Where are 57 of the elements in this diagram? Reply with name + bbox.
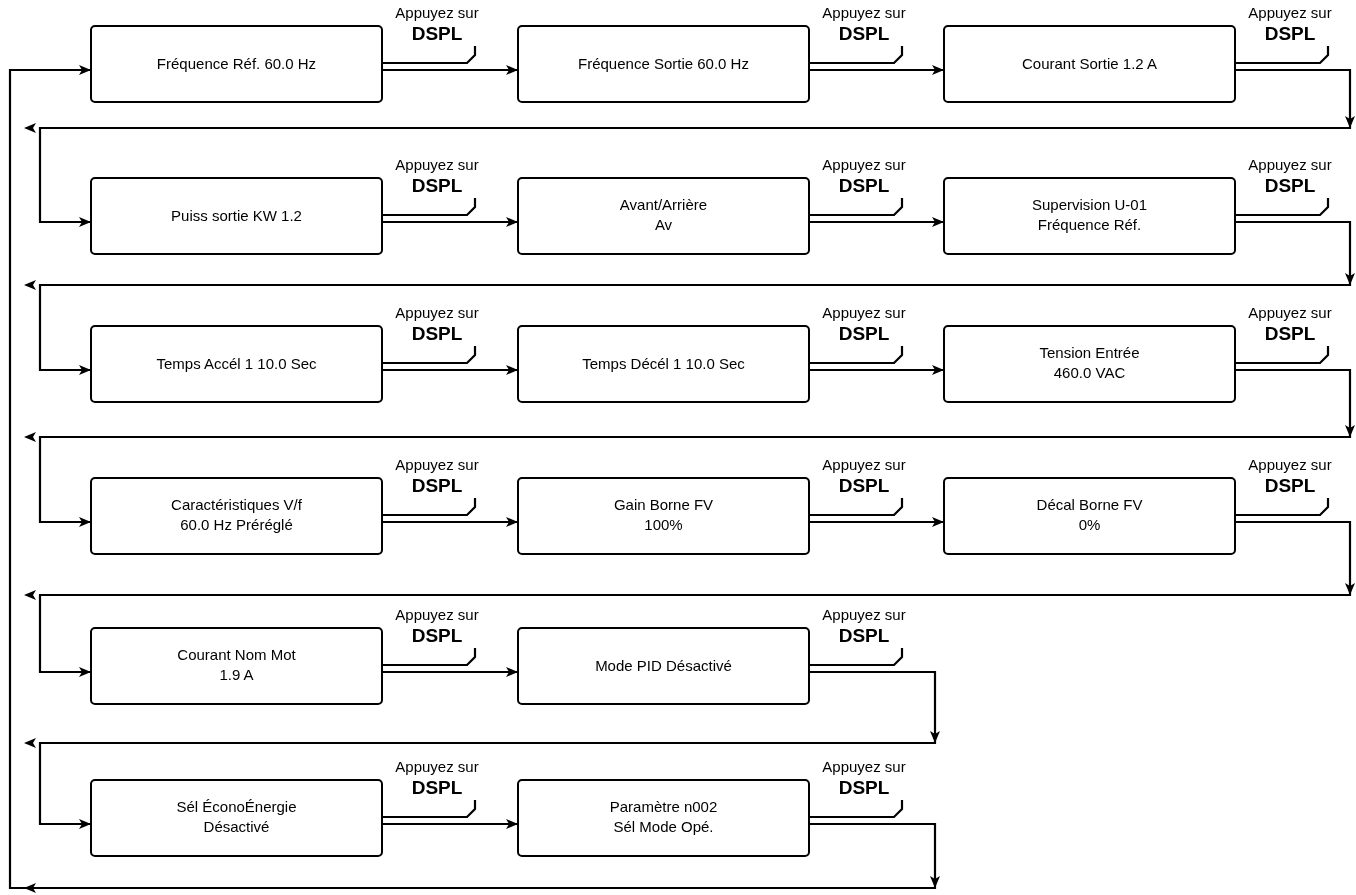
process-box bbox=[517, 177, 810, 255]
process-box bbox=[943, 177, 1236, 255]
process-box bbox=[90, 325, 383, 403]
box-text: 1.9 A bbox=[219, 665, 254, 685]
process-box bbox=[517, 627, 810, 705]
box-text: Désactivé bbox=[203, 817, 270, 837]
arrow bbox=[810, 65, 944, 75]
arrow bbox=[383, 517, 518, 527]
box-text: Puiss sortie KW 1.2 bbox=[171, 206, 302, 226]
process-box bbox=[517, 25, 810, 103]
box-text: Supervision U-01 bbox=[1031, 195, 1148, 215]
arrow bbox=[383, 365, 518, 375]
box-text: Décal Borne FV bbox=[1036, 495, 1143, 515]
box-text: 460.0 VAC bbox=[1053, 363, 1126, 383]
arrow bbox=[38, 670, 937, 829]
arrow bbox=[383, 217, 518, 227]
arrow bbox=[38, 368, 1352, 527]
box-text: Fréquence Réf. 60.0 Hz bbox=[156, 54, 317, 74]
box-text: Courant Nom Mot bbox=[177, 645, 296, 665]
box-text: 0% bbox=[1078, 515, 1101, 535]
arrow bbox=[38, 220, 1352, 375]
box-text: Tension Entrée bbox=[1039, 343, 1140, 363]
box-text: Courant Sortie 1.2 A bbox=[1021, 54, 1158, 74]
box-text: Sél Mode Opé. bbox=[613, 817, 714, 837]
process-box bbox=[517, 325, 810, 403]
arrow bbox=[38, 68, 1352, 227]
arrow bbox=[383, 819, 518, 829]
process-box bbox=[517, 477, 810, 555]
arrow bbox=[8, 65, 937, 890]
arrow bbox=[38, 520, 1352, 677]
process-box bbox=[517, 779, 810, 857]
box-text: 100% bbox=[644, 515, 683, 535]
process-box bbox=[90, 477, 383, 555]
box-text: Caractéristiques V/f bbox=[171, 495, 302, 515]
box-text: Fréquence Réf. bbox=[1037, 215, 1142, 235]
arrow bbox=[810, 365, 944, 375]
arrow bbox=[383, 65, 518, 75]
box-text: Temps Décél 1 10.0 Sec bbox=[582, 354, 745, 374]
process-box bbox=[90, 779, 383, 857]
arrow bbox=[383, 667, 518, 677]
process-box bbox=[943, 325, 1236, 403]
process-box bbox=[90, 627, 383, 705]
box-text: Paramètre n002 bbox=[609, 797, 718, 817]
box-text: 60.0 Hz Préréglé bbox=[180, 515, 293, 535]
box-text: Fréquence Sortie 60.0 Hz bbox=[578, 54, 749, 74]
box-text: Avant/Arrière bbox=[619, 195, 708, 215]
box-text: Av bbox=[654, 215, 673, 235]
arrow bbox=[810, 217, 944, 227]
process-box bbox=[90, 25, 383, 103]
process-box bbox=[943, 477, 1236, 555]
box-text: Temps Accél 1 10.0 Sec bbox=[156, 354, 317, 374]
box-text: Sél ÉconoÉnergie bbox=[176, 797, 297, 817]
box-text: Gain Borne FV bbox=[613, 495, 714, 515]
process-box bbox=[943, 25, 1236, 103]
process-box bbox=[90, 177, 383, 255]
box-text: Mode PID Désactivé bbox=[595, 656, 732, 676]
arrow bbox=[810, 517, 944, 527]
